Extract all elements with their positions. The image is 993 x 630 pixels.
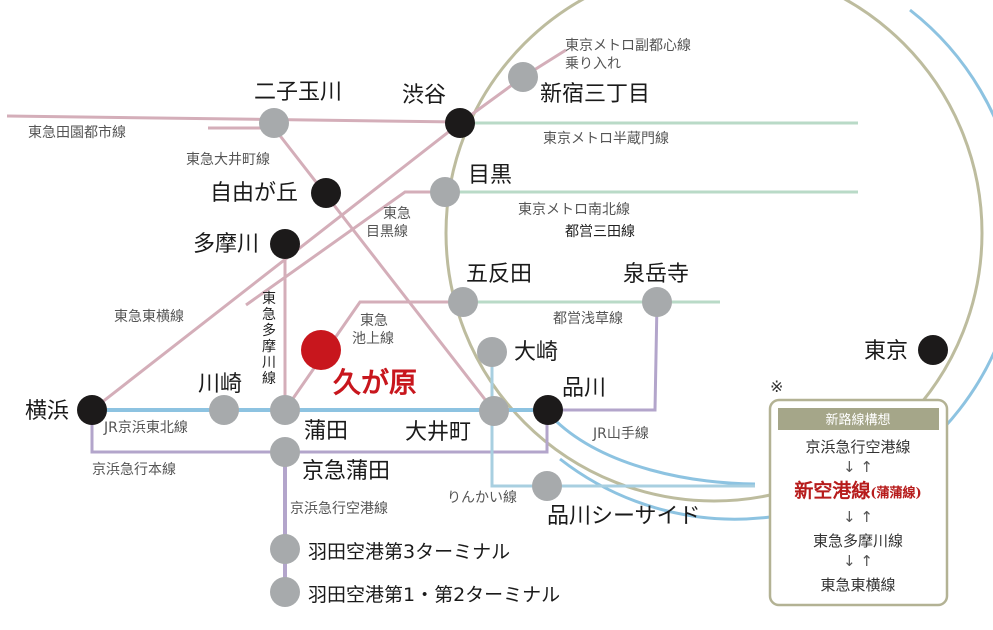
- station-name-kamata: 蒲田: [304, 419, 348, 444]
- line-label-mita: 都営三田線: [565, 224, 635, 240]
- station-name-keikyu-kamata: 京急蒲田: [302, 459, 390, 484]
- line-label-keihin-tohoku: JR京浜東北線: [103, 420, 188, 436]
- station-name-gotanda: 五反田: [466, 262, 532, 287]
- station-marker-osaki[interactable]: [477, 337, 507, 367]
- station-name-haneda-t3: 羽田空港第3ターミナル: [308, 541, 510, 563]
- station-name-tamagawa: 多摩川: [193, 232, 259, 257]
- station-marker-shinagawa-seaside[interactable]: [532, 471, 562, 501]
- legend-arrow-3: ↓ ↑: [843, 552, 873, 570]
- line-label-tamagawa-1: 急: [262, 307, 276, 323]
- station-marker-keikyu-kamata[interactable]: [270, 437, 300, 467]
- legend-frame: [768, 398, 949, 607]
- line-label-toyoko: 東急東横線: [114, 309, 184, 325]
- line-label-meguro-1: 東急: [383, 206, 411, 222]
- station-name-tokyo: 東京: [864, 339, 908, 364]
- line-label-namboku: 東京メトロ南北線: [518, 202, 630, 218]
- station-name-haneda-t12: 羽田空港第1・第2ターミナル: [308, 584, 560, 606]
- station-name-meguro: 目黒: [468, 163, 512, 188]
- line-label-denentoshi: 東急田園都市線: [28, 124, 126, 141]
- line-label-tamagawa-5: 線: [262, 371, 276, 387]
- station-marker-kawasaki[interactable]: [209, 395, 239, 425]
- station-marker-shibuya[interactable]: [445, 108, 475, 138]
- legend-item-tamagawa: 東急多摩川線: [813, 532, 903, 550]
- station-name-shinjuku-sanchome: 新宿三丁目: [540, 82, 650, 107]
- station-marker-haneda-t12[interactable]: [270, 577, 300, 607]
- legend-item-toyoko: 東急東横線: [820, 576, 895, 594]
- new-line-legend: 新路線構想 京浜急行空港線 ↓ ↑ 新空港線(蒲蒲線) ↓ ↑ 東急多摩川線 ↓…: [768, 398, 949, 607]
- legend-arrow-1: ↓ ↑: [843, 458, 873, 476]
- station-marker-sengakuji[interactable]: [642, 287, 672, 317]
- station-marker-kamata[interactable]: [270, 395, 300, 425]
- denentoshi-line: [6, 114, 461, 124]
- station-name-shibuya: 渋谷: [402, 83, 446, 108]
- toyoko-line: [91, 121, 461, 412]
- station-marker-yokohama[interactable]: [77, 395, 107, 425]
- legend-new-line-sub: (蒲蒲線): [870, 485, 921, 501]
- ikegami-line: [283, 300, 463, 411]
- line-label-keikyu-airport: 京浜急行空港線: [290, 501, 388, 517]
- line-label-tamagawa-3: 摩: [262, 338, 276, 355]
- line-label-rinkai: りんかい線: [447, 490, 517, 506]
- station-name-osaki: 大崎: [514, 340, 558, 365]
- station-marker-futakotamagawa[interactable]: [259, 108, 289, 138]
- legend-arrow-2: ↓ ↑: [843, 508, 873, 526]
- station-name-yokohama: 横浜: [25, 399, 69, 424]
- station-name-kugahara: 久が原: [333, 366, 417, 399]
- rinkai-line: [490, 352, 755, 488]
- line-label-tamagawa-2: 多: [262, 322, 276, 339]
- legend-new-line-name: 新空港線: [794, 479, 870, 502]
- line-label-ikegami-1: 東急: [360, 313, 388, 329]
- line-label-hanzomon: 東京メトロ半蔵門線: [543, 131, 669, 147]
- station-name-shinagawa: 品川: [562, 376, 606, 401]
- legend-title: 新路線構想: [825, 412, 890, 428]
- station-marker-meguro[interactable]: [430, 177, 460, 207]
- keikyu-main-line: [90, 410, 549, 454]
- station-name-shinagawa-seaside: 品川シーサイド: [547, 504, 701, 529]
- station-marker-kugahara[interactable]: [301, 330, 341, 370]
- jr-yamanote-line-extension: [546, 411, 756, 486]
- line-label-oimachi: 東急大井町線: [186, 152, 270, 168]
- line-label-asakusa: 都営浅草線: [553, 311, 623, 327]
- station-marker-gotanda[interactable]: [448, 287, 478, 317]
- line-label-tamagawa-4: 川: [262, 355, 276, 371]
- station-marker-tamagawa[interactable]: [270, 229, 300, 259]
- line-label-yamanote: JR山手線: [592, 426, 649, 442]
- station-marker-shinagawa[interactable]: [533, 395, 563, 425]
- station-marker-shinjuku-sanchome[interactable]: [508, 62, 538, 92]
- station-marker-tokyo[interactable]: [918, 335, 948, 365]
- legend-item-keikyu-airport: 京浜急行空港線: [805, 438, 910, 456]
- station-name-oimachi: 大井町: [405, 420, 471, 445]
- line-label-ikegami-2: 池上線: [352, 331, 394, 347]
- note-mark: ※: [770, 377, 783, 396]
- station-marker-haneda-t3[interactable]: [270, 534, 300, 564]
- station-name-kawasaki: 川崎: [198, 372, 242, 397]
- asakusa-extension-line: [548, 301, 659, 412]
- line-label-tamagawa-0: 東: [262, 291, 276, 307]
- line-label-keikyu-main: 京浜急行本線: [92, 462, 176, 478]
- line-label-fukutoshin-2: 乗り入れ: [565, 56, 621, 72]
- legend-new-line: 新空港線(蒲蒲線): [794, 479, 921, 502]
- station-name-jiyugaoka: 自由が丘: [210, 181, 298, 206]
- line-label-meguro-2: 目黒線: [366, 224, 408, 240]
- jr-yamanote-line: [559, 8, 993, 521]
- station-name-futakotamagawa: 二子玉川: [254, 80, 342, 105]
- station-name-sengakuji: 泉岳寺: [623, 262, 689, 287]
- station-marker-oimachi[interactable]: [479, 396, 509, 426]
- station-marker-jiyugaoka[interactable]: [311, 178, 341, 208]
- line-label-fukutoshin-1: 東京メトロ副都心線: [565, 38, 691, 54]
- legend-title-bar: [778, 408, 939, 430]
- loop-line: [444, 0, 984, 503]
